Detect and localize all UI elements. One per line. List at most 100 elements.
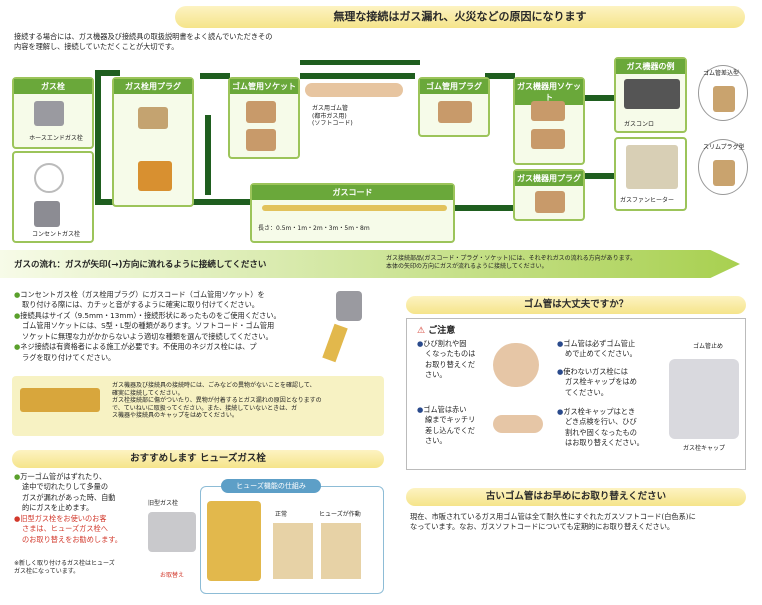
consent-cock-image (34, 201, 60, 227)
hose-label-line: (ソフトコード) (312, 120, 353, 127)
device-socket-image (531, 129, 565, 149)
hose-label-line: (都市ガス用) (312, 112, 347, 120)
yellow-note-text: ガス機器及び接続具の接続時には、ごみなどの異物がないことを確認して、 確実に接続… (112, 382, 380, 420)
intro-text: 接続する場合には、ガス機器及び接続具の取扱説明書をよく読んでいただきその 内容を… (14, 32, 394, 53)
pipe-type-label: ゴム管差込型 (703, 70, 740, 77)
plug-image (138, 107, 168, 129)
socket-image (246, 101, 276, 123)
note-line: ソケットに無理な力がかからないよう適切な種類を選んで接続してください。 (22, 331, 273, 341)
normal-label: 正常 (275, 511, 288, 518)
old-hose-banner: 古いゴム管はお早めにお取り替えください (406, 488, 746, 506)
socket-image (246, 129, 276, 151)
replace-label: お取替え (160, 572, 185, 579)
caution-line: めで止めてください。 (565, 349, 637, 359)
yellow-note-line: ス機器や接続具のキャップをはめてください。 (112, 412, 238, 419)
fuse-active-diagram (321, 523, 361, 579)
old-hose-line: なっています。なお、ガスソフトコードについても定期的にお取り替えください。 (410, 522, 675, 532)
box-title: ガスコード (252, 185, 453, 200)
yellow-note-line: で、ていねいに取扱ってください。また、接続していないときは、ガ (112, 404, 298, 412)
cracked-hose-image (493, 343, 539, 387)
flow-banner (0, 250, 740, 278)
caution-line: ガス栓キャップをはめ (565, 377, 637, 387)
fuse-mechanism-panel: ヒューズ機能の仕組み 正常 ヒューズが作動 (200, 479, 384, 594)
cap-label: ガス栓キャップ (683, 445, 726, 452)
fuse-line: 途中で切れたりして多量の (22, 482, 109, 492)
box-gas-code: ガスコード 長さ：0.5m・1m・2m・3m・5m・8m (250, 183, 455, 243)
note-line: コンセントガス栓（ガス栓用プラグ）にガスコード（ゴム管用ソケット）を (20, 290, 265, 299)
box-title: ゴム管用ソケット (230, 79, 298, 94)
yellow-note-line: ガス機器及び接続具の接続時には、ごみなどの異物がないことを確認して、 (112, 382, 316, 389)
flow-note: ガス接続部品(ガスコード・プラグ・ソケット)には、それぞれガスの流れる方向があり… (386, 255, 716, 270)
gas-code-length: 長さ：0.5m・1m・2m・3m・5m・8m (258, 225, 370, 232)
caution-line: さい。 (425, 370, 447, 380)
yellow-note-line: ガス栓接続部に傷がついたり、異物が付着するとガス漏れの原因となりますの (112, 397, 322, 404)
box-title: ゴム管用プラグ (420, 79, 488, 94)
rubber-hose-image (305, 83, 403, 97)
box-consent-gas: コンセントガス栓 (12, 151, 94, 243)
slim-plug-detail: スリムプラグ型 (698, 139, 748, 195)
flow-note-line: 本体の矢印の方向にガスが流れるように接続してください。 (386, 262, 548, 270)
fuse-red-line: のお取り替えをお勧めします。 (22, 534, 122, 544)
pipe-type-detail: ゴム管差込型 (698, 65, 748, 121)
fuse-line: ガスが漏れがあった時、自動 (22, 492, 116, 502)
rubber-plug-image (438, 101, 472, 123)
fuse-line: 万一ゴム管がはずれたり、 (20, 472, 107, 481)
gas-code-image (322, 323, 348, 363)
caution-item: ●使わないガス栓には ガス栓キャップをはめ てください。 (557, 367, 657, 398)
heater-image (626, 145, 678, 189)
normal-diagram (273, 523, 313, 579)
intro-line: 接続する場合には、ガス機器及び接続具の取扱説明書をよく読んでいただきその (14, 32, 273, 41)
caution-line: どき点検を行い、ひび (565, 417, 637, 427)
box-title: ガス機器用ソケット (515, 79, 583, 105)
fuse-note-line: ※新しく取り付けるガス栓はヒューズ (14, 560, 115, 567)
flow-arrow (585, 95, 615, 101)
caution-label: ご注意 (428, 326, 456, 336)
fuse-active-label: ヒューズが作動 (319, 511, 361, 518)
flow-banner-text: ガスの流れ：ガスが矢印(→)方向に流れるように接続してください (14, 260, 267, 270)
yellow-note: ガス機器及び接続具の接続時には、ごみなどの異物がないことを確認して、 確実に接続… (12, 376, 384, 436)
flow-arrow (95, 70, 101, 205)
cap-image (669, 359, 739, 439)
caution-title: ⚠ ご注意 (417, 326, 456, 336)
box-title: ガス機器の例 (616, 59, 685, 74)
gas-code-image (262, 205, 447, 211)
old-cock-image (148, 512, 196, 552)
old-hose-text: 現在、市販されているガス用ゴム管は全て耐久性にすぐれたガスソフトコード(白色系)… (410, 512, 750, 533)
slim-plug-image (713, 160, 735, 186)
heater-label: ガスファンヒーター (620, 197, 675, 204)
stove-label: ガスコンロ (624, 121, 655, 128)
caution-item: ●ゴム管は必ずゴム管止 めで止めてください。 (557, 339, 657, 360)
note-line: ゴム管用ソケットには、S型・L型の種類があります。ソフトコード・ゴム管用 (22, 321, 275, 331)
box-rubber-plug: ゴム管用プラグ (418, 77, 490, 137)
consent-gas-label: コンセントガス栓 (31, 231, 80, 238)
flow-arrow (485, 73, 515, 79)
inserted-hose-image (493, 415, 543, 433)
box-title: ガス栓用プラグ (114, 79, 192, 94)
caution-line: くなったものは (425, 349, 476, 359)
box-device-socket: ガス機器用ソケット (513, 77, 585, 165)
rubber-banner: ゴム管は大丈夫ですか？ (406, 296, 746, 314)
box-title: ガス栓 (14, 79, 92, 94)
top-banner: 無理な接続はガス漏れ、火災などの原因になります (175, 6, 745, 28)
fuse-cock-image (207, 501, 261, 581)
caution-panel: ⚠ ご注意 ●ひび割れや固 くなったものは お取り替えくだ さい。 ●ゴム管は赤… (406, 318, 746, 470)
fuse-red-line: 旧型ガス栓をお使いのお客 (20, 513, 107, 523)
fuse-mechanism-title: ヒューズ機能の仕組み (221, 479, 321, 493)
caution-line: ひび割れや固 (423, 339, 467, 348)
box-rubber-socket: ゴム管用ソケット (228, 77, 300, 159)
box-devices-stove: ガス機器の例 ガスコンロ (614, 57, 687, 133)
flow-arrow (300, 73, 415, 79)
caution-line: 線までキッチリ (425, 415, 476, 425)
rubber-hose-label: ガス用ゴム管 (都市ガス用) (ソフトコード) (312, 105, 392, 128)
note-line: ラグを取り付けてください。 (22, 352, 116, 362)
caution-line: 割れや固くなったもの (565, 427, 637, 437)
flow-arrow (200, 73, 230, 79)
hose-end-label: ホースエンドガス栓 (29, 135, 83, 142)
connection-notes: ●コンセントガス栓（ガス栓用プラグ）にガスコード（ゴム管用ソケット）を 取り付け… (14, 290, 314, 363)
intro-line: 内容を理解し、接続していただくことが大切です。 (14, 42, 179, 52)
box-gas-plug: ガス栓用プラグ (112, 77, 194, 207)
gas-cock-image (336, 291, 362, 321)
device-plug-image (535, 191, 565, 213)
caution-line: ガス栓キャップはとき (563, 407, 636, 416)
box-device-plug: ガス機器用プラグ (513, 169, 585, 221)
